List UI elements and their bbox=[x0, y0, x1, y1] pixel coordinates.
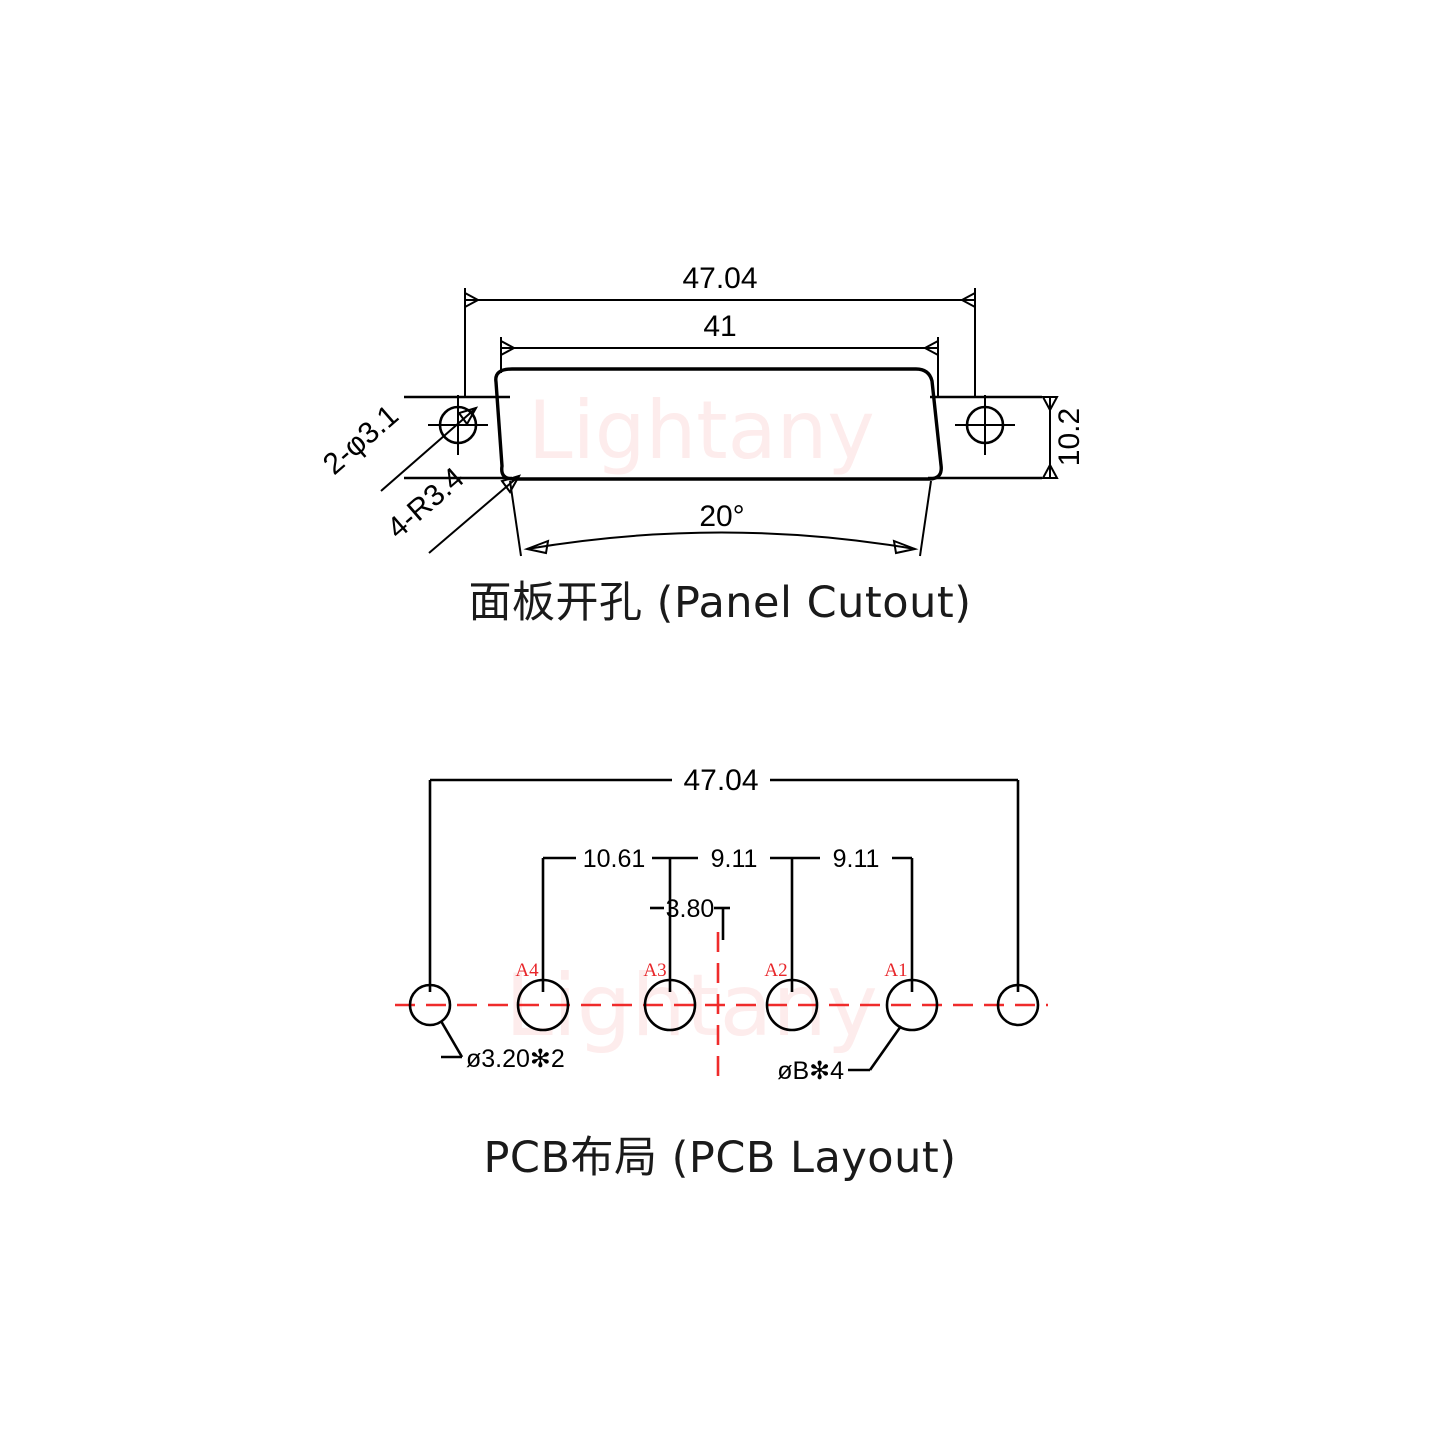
dim-panel-flange-height: 10.2 bbox=[1041, 396, 1086, 479]
pcb-hole-a1: A1 bbox=[884, 960, 939, 1032]
dim-label-phi-3-20: ø3.20✻2 bbox=[466, 1045, 565, 1073]
dim-pcb-span-a3-a2: 9.11 bbox=[668, 845, 794, 992]
dim-label-phi-B-4: øB✻4 bbox=[777, 1057, 844, 1085]
pin-label-a3: A3 bbox=[643, 960, 666, 981]
dim-panel-overall-width: 47.04 bbox=[464, 262, 976, 398]
dim-label-10-2: 10.2 bbox=[1053, 408, 1086, 466]
panel-mounting-hole-right bbox=[955, 395, 1015, 455]
dim-pcb-span-a4-a3: 10.61 bbox=[541, 845, 670, 992]
dim-label-47-04-panel: 47.04 bbox=[682, 262, 757, 295]
pcb-hole-a3: A3 bbox=[643, 960, 697, 1032]
dim-pcb-overall-width: 47.04 bbox=[428, 764, 1020, 992]
pcb-mounting-hole-left bbox=[408, 983, 452, 1027]
pcb-layout-view: 47.04 10.61 9.11 9.11 bbox=[395, 764, 1048, 1085]
watermark-panel: Lightany bbox=[528, 384, 875, 477]
dim-label-41: 41 bbox=[703, 310, 736, 343]
panel-cutout-caption: 面板开孔 (Panel Cutout) bbox=[469, 578, 972, 628]
pcb-hole-row: A4 A3 A2 A1 bbox=[408, 960, 1040, 1032]
pcb-hole-a4: A4 bbox=[515, 960, 570, 1032]
dim-label-2-phi-3-1: 2-φ3.1 bbox=[317, 399, 405, 482]
dim-label-3-80: 3.80 bbox=[666, 895, 715, 923]
pcb-mounting-hole-right bbox=[996, 983, 1040, 1027]
dim-label-4-R3-4: 4-R3.4 bbox=[381, 461, 471, 545]
pcb-hole-a2: A2 bbox=[764, 960, 819, 1032]
dim-label-10-61: 10.61 bbox=[583, 845, 646, 873]
dim-pcb-center-offset: 3.80 bbox=[650, 895, 730, 940]
dim-pcb-span-a2-a1: 9.11 bbox=[792, 845, 914, 992]
dim-label-47-04-pcb: 47.04 bbox=[683, 764, 758, 797]
leader-pcb-mounting-hole-note: ø3.20✻2 bbox=[439, 1020, 565, 1073]
pin-label-a4: A4 bbox=[515, 960, 539, 981]
leader-corner-radius: 4-R3.4 bbox=[381, 461, 522, 554]
pcb-layout-caption: PCB布局 (PCB Layout) bbox=[484, 1133, 957, 1183]
pin-label-a2: A2 bbox=[764, 960, 787, 981]
leader-pcb-signal-hole-note: øB✻4 bbox=[777, 1025, 903, 1085]
dim-label-20-deg: 20° bbox=[699, 500, 744, 533]
dim-label-9-11-a2-a1: 9.11 bbox=[833, 845, 880, 873]
dim-panel-cutout-width: 41 bbox=[500, 310, 939, 398]
panel-cutout-shape bbox=[494, 367, 943, 481]
dim-panel-chamfer-angle: 20° bbox=[509, 480, 932, 557]
pin-label-a1: A1 bbox=[884, 960, 907, 981]
dim-label-9-11-a3-a2: 9.11 bbox=[711, 845, 758, 873]
